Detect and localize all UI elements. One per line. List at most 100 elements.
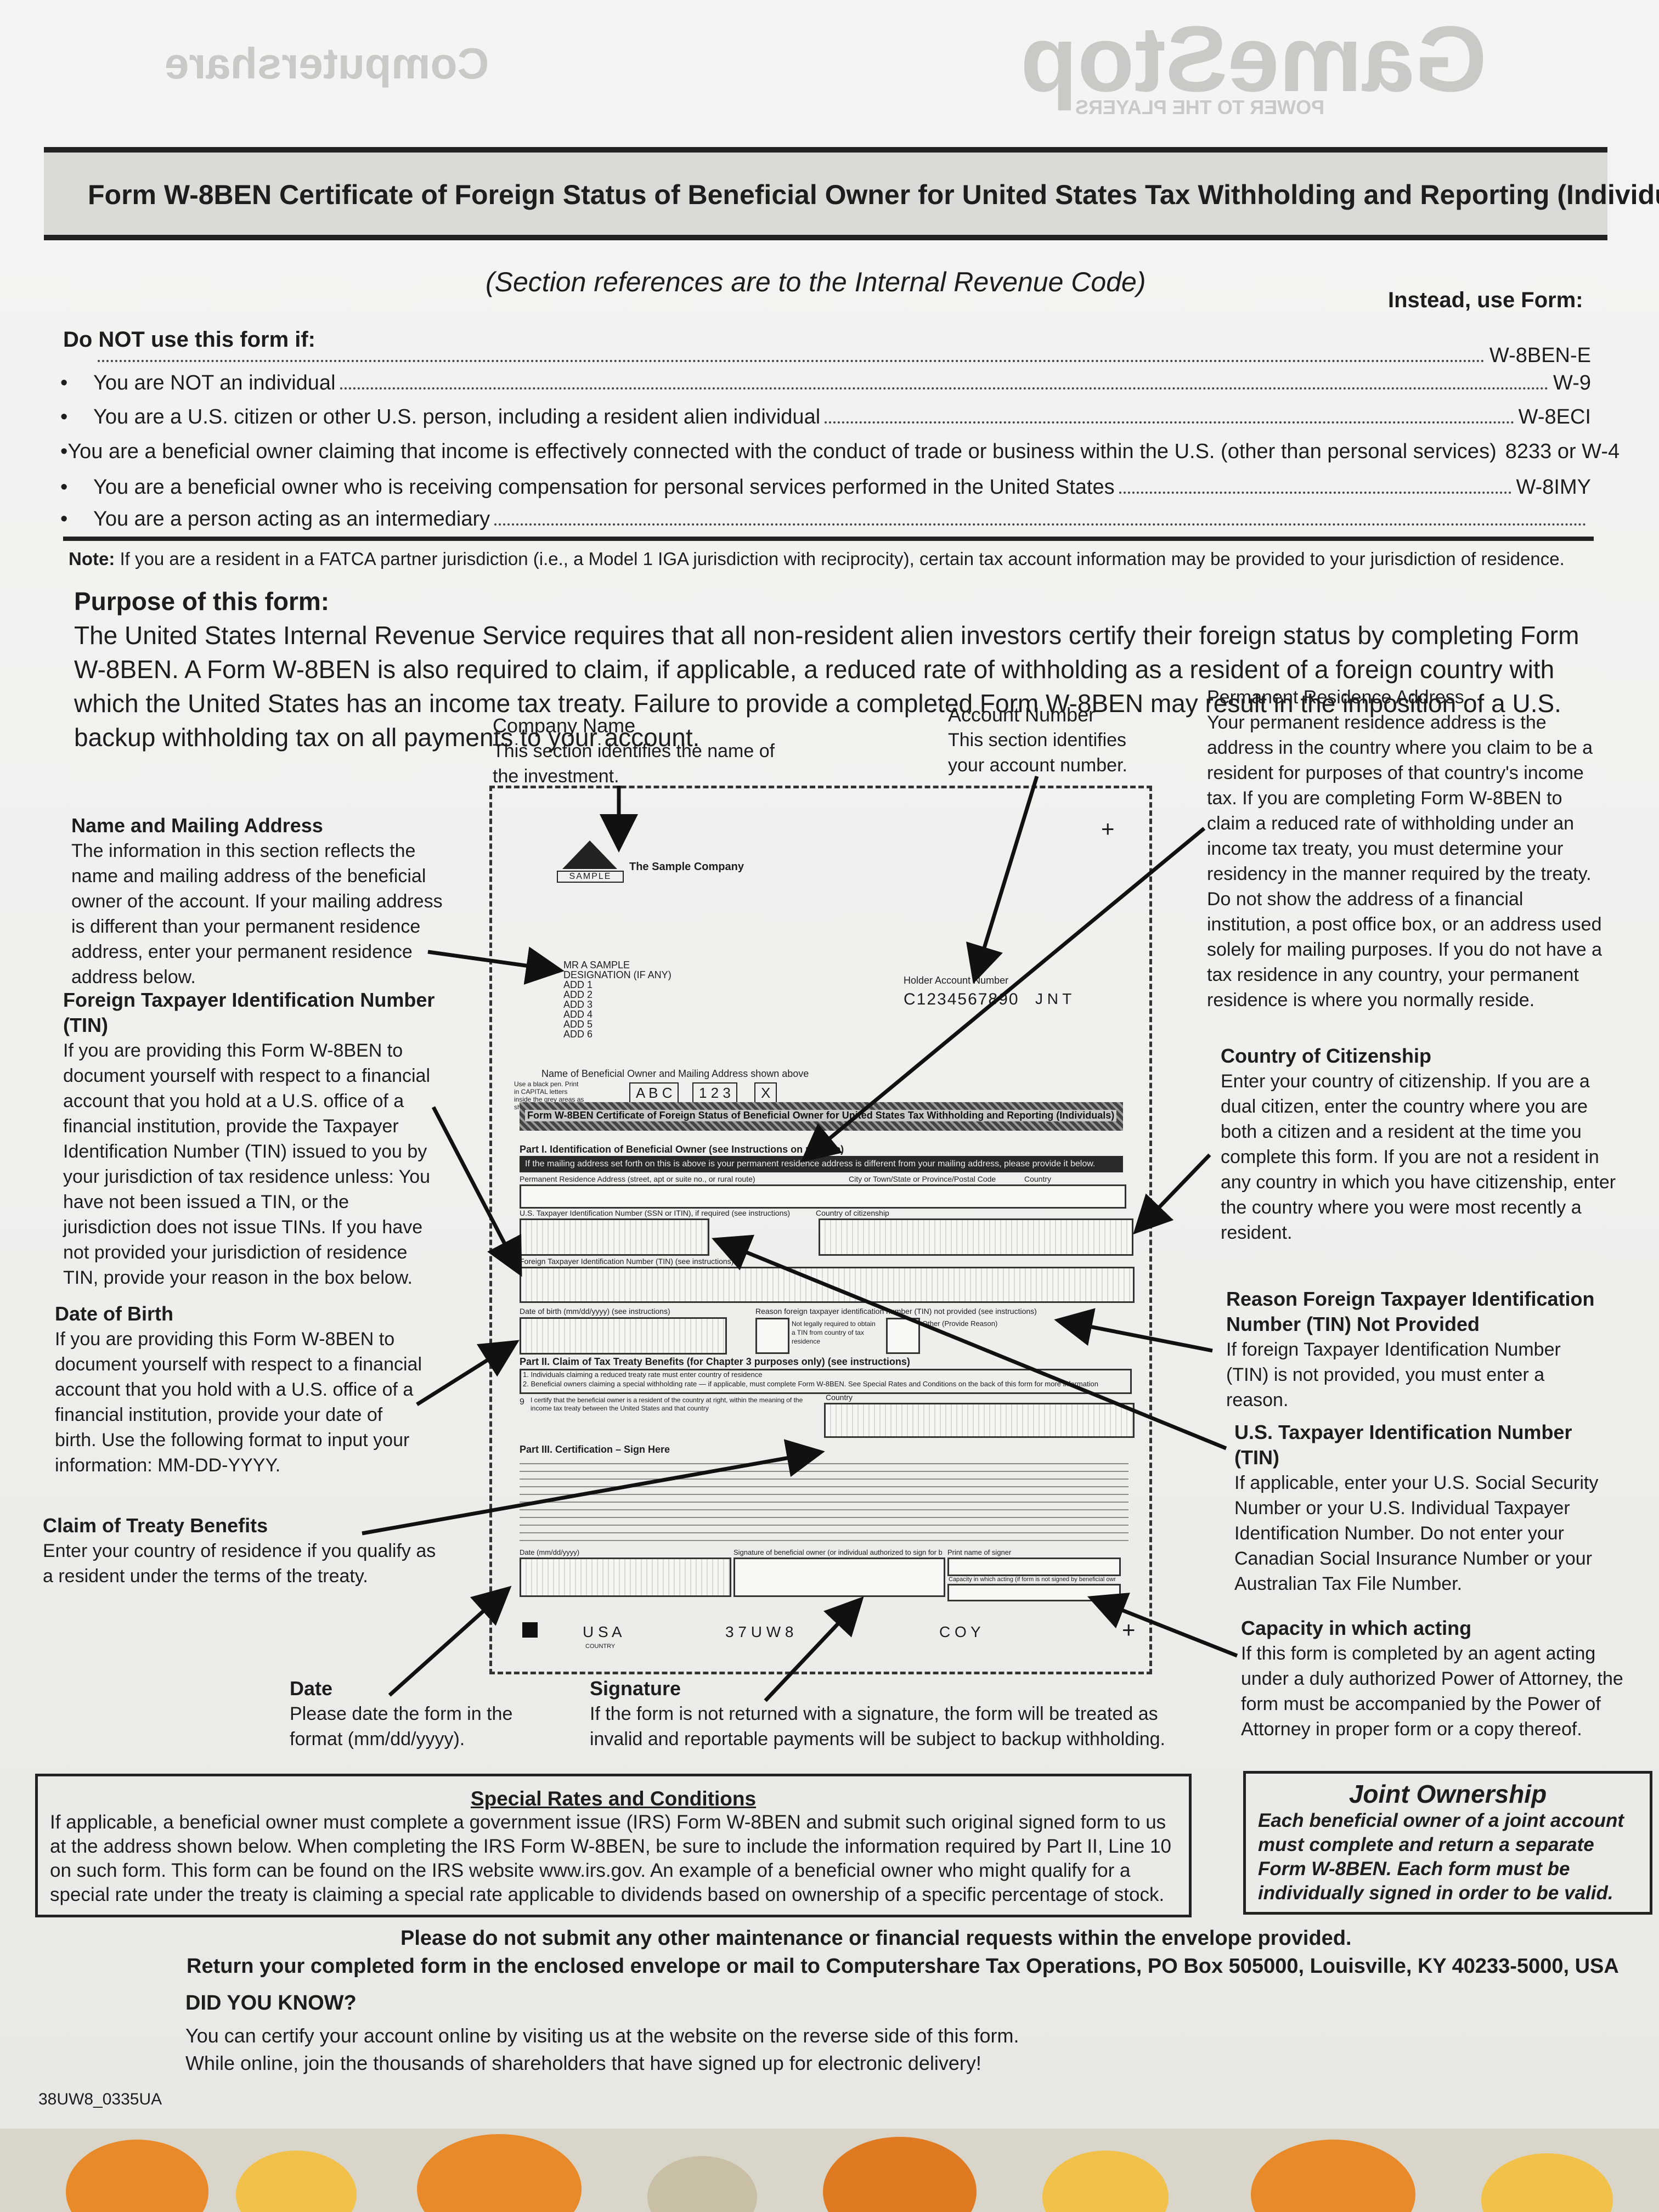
fabric-pattern [1042,2151,1169,2212]
alt-form: W-9 [1553,371,1591,394]
reason-checkbox[interactable] [755,1318,789,1354]
citizenship-field[interactable] [819,1218,1133,1256]
usage-row: •You are NOT an individual W-9 [60,362,1591,395]
callout-text: If foreign Taxpayer Identification Numbe… [1226,1339,1561,1410]
callout-text: If applicable, enter your U.S. Social Se… [1234,1472,1599,1594]
joint-ownership-text: Each beneficial owner of a joint account… [1258,1810,1624,1904]
alt-form: W-8IMY [1516,476,1591,499]
usage-row: •You are a person acting as an intermedi… [60,498,1591,531]
us-tin-label: U.S. Taxpayer Identification Number (SSN… [520,1209,791,1217]
callout-text: If you are providing this Form W-8BEN to… [63,1040,431,1288]
callout-text: If you are providing this Form W-8BEN to… [55,1329,422,1476]
part3-heading: Part III. Certification – Sign Here [520,1444,670,1455]
document-page: Computershare GameStop POWER TO THE PLAY… [0,0,1659,2129]
part1-banner-text: If the mailing address set forth on this… [525,1159,1096,1169]
address-line: DESIGNATION (IF ANY) [563,969,672,980]
certification-fine-print [520,1457,1128,1542]
address-line: MR A SAMPLE [563,960,630,970]
callout-reason-tin: Reason Foreign Taxpayer Identification N… [1226,1286,1599,1413]
print-name-field[interactable] [947,1558,1121,1576]
watermark-computershare: Computershare [165,39,489,88]
did-you-know-line-1: You can certify your account online by v… [185,2024,1019,2047]
date-field[interactable] [520,1558,731,1597]
address-line: ADD 6 [563,1029,593,1040]
capacity-field[interactable] [947,1584,1121,1601]
reason-option-2: Other (Provide Reason) [922,1319,998,1328]
part1-heading: Part I. Identification of Beneficial Own… [520,1144,844,1155]
callout-text: This section identifies your account num… [948,730,1127,776]
callout-account-number: Account Number This section identifies y… [948,702,1146,778]
fabric-pattern [823,2137,977,2212]
city-label: City or Town/State or Province/Postal Co… [849,1175,996,1183]
callout-treaty: Claim of Treaty Benefits Enter your coun… [43,1513,438,1589]
callout-title: Reason Foreign Taxpayer Identification N… [1226,1288,1595,1335]
citizenship-label: Country of citizenship [816,1209,889,1217]
callout-text: Enter your country of residence if you q… [43,1541,436,1587]
line9-text: I certify that the beneficial owner is a… [531,1396,803,1412]
alt-form: W-8BEN-E [1489,344,1591,367]
usage-row: •You are a beneficial owner claiming tha… [60,431,1620,464]
reason-option-1: Not legally required to obtain a TIN fro… [792,1320,876,1345]
part2-line-1: 1. Individuals claiming a reduced treaty… [523,1370,763,1379]
reason-checkbox[interactable] [886,1318,920,1354]
reason-label: Reason foreign taxpayer identification n… [755,1307,1037,1316]
part2-line-2: 2. Beneficial owners claiming a special … [523,1380,1098,1388]
footer-line-1: Please do not submit any other maintenan… [400,1927,1352,1950]
did-you-know-heading: DID YOU KNOW? [185,1991,357,2015]
purpose-section: Purpose of this form: The United States … [74,584,1588,754]
dob-label: Date of birth (mm/dd/yyyy) (see instruct… [520,1307,670,1316]
permanent-address-field[interactable] [520,1184,1126,1209]
callout-capacity: Capacity in which acting If this form is… [1241,1616,1641,1742]
usage-row: • You are a beneficial owner who is recei… [60,466,1591,499]
callout-foreign-tin: Foreign Taxpayer Identification Number (… [63,988,442,1290]
callout-permanent-address: Permanent Residence Address Your permane… [1207,685,1607,1013]
us-tin-field[interactable] [520,1218,709,1256]
part2-heading: Part II. Claim of Tax Treaty Benefits (f… [520,1356,910,1367]
dob-field[interactable] [520,1317,727,1355]
callout-us-tin: U.S. Taxpayer Identification Number (TIN… [1234,1420,1607,1596]
callout-text: If the form is not returned with a signa… [590,1703,1165,1750]
usage-heading: Do NOT use this form if: [63,328,315,352]
fabric-pattern [236,2151,357,2212]
bullet: • [60,476,68,499]
callout-date: Date Please date the form in the format … [290,1676,548,1752]
holder-suffix: J N T [1035,990,1072,1007]
signature-label: Signature of beneficial owner (or indivi… [733,1548,942,1556]
special-rates-text: If applicable, a beneficial owner must c… [50,1812,1172,1905]
usage-label: You are a U.S. citizen or other U.S. per… [93,405,821,428]
sample-logo-icon [562,840,617,869]
callout-title: Date [290,1677,333,1700]
line9-country-label: Country [826,1393,853,1402]
joint-ownership-title: Joint Ownership [1348,1780,1547,1808]
usage-label: You are a beneficial owner who is receiv… [93,476,1115,499]
callout-title: Country of Citizenship [1221,1045,1431,1067]
sample-company: The Sample Company [629,861,744,873]
note-label: Note: [69,549,115,569]
form-subtitle: (Section references are to the Internal … [486,267,1146,297]
callout-title: Signature [590,1677,681,1700]
form-title: Form W-8BEN Certificate of Foreign Statu… [88,179,1659,210]
callout-citizenship: Country of Citizenship Enter your countr… [1221,1043,1621,1245]
form-title-bar-text: Form W-8BEN Certificate of Foreign Statu… [525,1110,1117,1121]
callout-text: Please date the form in the format (mm/d… [290,1703,513,1750]
treaty-country-field[interactable] [824,1403,1135,1438]
callout-title: Claim of Treaty Benefits [43,1514,268,1537]
foreign-tin-field[interactable] [520,1267,1135,1303]
usage-row: W-8BEN-E [60,335,1591,368]
address-line: ADD 2 [563,989,593,1000]
callout-text: If this form is completed by an agent ac… [1241,1643,1623,1740]
usage-label: You are a beneficial owner claiming that… [67,440,1497,463]
signature-field[interactable] [733,1558,945,1597]
holder-label: Holder Account Number [904,975,1009,986]
address-line: ADD 1 [563,979,593,990]
name-instructions: Name of Beneficial Owner and Mailing Add… [541,1068,809,1079]
line9-number: 9 [520,1397,524,1407]
footer-line-2: Return your completed form in the enclos… [187,1955,1619,1978]
callout-title: Company Name [493,714,636,737]
callout-title: Name and Mailing Address [71,814,323,837]
bottom-code-id: 3 7 U W 8 [725,1623,794,1640]
instead-heading: Instead, use Form: [1388,288,1583,312]
fabric-pattern [66,2140,208,2212]
title-band: Form W-8BEN Certificate of Foreign Statu… [44,147,1659,240]
callout-text: Your permanent residence address is the … [1207,712,1602,1011]
